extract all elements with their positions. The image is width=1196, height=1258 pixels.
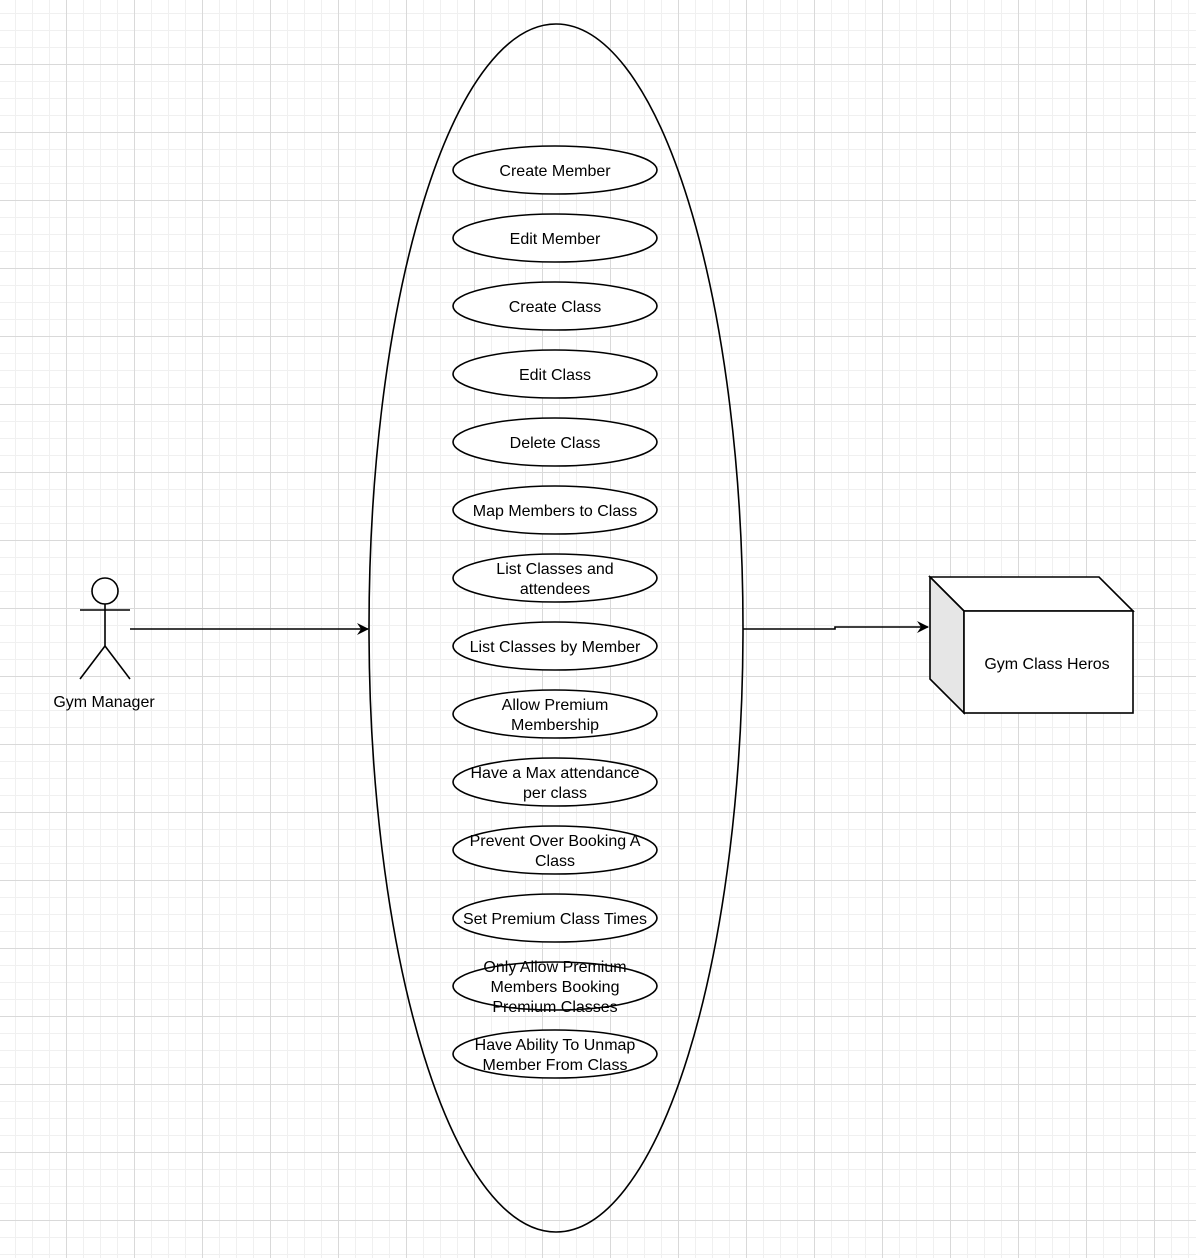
use-case-oval	[452, 485, 658, 535]
use-case-label: Only Allow Premium	[483, 959, 626, 976]
use-case-oval	[452, 961, 658, 1011]
node-box-icon	[928, 575, 1135, 715]
use-case-label: Create Member	[499, 163, 611, 180]
use-case-oval	[452, 281, 658, 331]
use-case-oval	[452, 689, 658, 739]
use-case-4[interactable]: Edit Class	[452, 349, 658, 399]
use-case-label: Premium Classes	[492, 999, 617, 1016]
use-case-label: per class	[523, 785, 587, 802]
use-case-label: Prevent Over Booking A	[470, 833, 641, 850]
actor-gym-manager[interactable]: Gym Manager	[53, 577, 155, 711]
use-case-oval	[452, 145, 658, 195]
use-case-10[interactable]: Have a Max attendance per class	[452, 757, 658, 807]
use-case-1[interactable]: Create Member	[452, 145, 658, 195]
use-case-label: Create Class	[509, 299, 601, 316]
use-case-6[interactable]: Map Members to Class	[452, 485, 658, 535]
use-case-oval	[452, 621, 658, 671]
use-case-oval	[452, 417, 658, 467]
use-case-label: Delete Class	[510, 435, 601, 452]
use-case-label: Edit Member	[510, 231, 601, 248]
use-case-11[interactable]: Prevent Over Booking A Class	[452, 825, 658, 875]
use-case-3[interactable]: Create Class	[452, 281, 658, 331]
use-case-label: Allow Premium	[502, 697, 609, 714]
use-case-2[interactable]: Edit Member	[452, 213, 658, 263]
use-case-label: Have Ability To Unmap	[475, 1037, 636, 1054]
use-case-5[interactable]: Delete Class	[452, 417, 658, 467]
stick-figure-icon	[79, 577, 131, 680]
use-case-8[interactable]: List Classes by Member	[452, 621, 658, 671]
use-case-7[interactable]: List Classes and attendees	[452, 553, 658, 603]
use-case-label: Edit Class	[519, 367, 591, 384]
use-case-label: attendees	[520, 581, 590, 598]
use-case-12[interactable]: Set Premium Class Times	[452, 893, 658, 943]
use-case-label: Map Members to Class	[473, 503, 638, 520]
use-case-label: Members Booking	[491, 979, 620, 996]
use-case-label: Have a Max attendance	[471, 765, 640, 782]
use-case-oval	[452, 893, 658, 943]
system-node-gym-class-heros[interactable]: Gym Class Heros	[928, 575, 1135, 715]
use-case-label: List Classes and	[496, 561, 613, 578]
actor-label: Gym Manager	[53, 694, 155, 711]
use-case-oval	[452, 213, 658, 263]
use-case-label: Set Premium Class Times	[463, 911, 647, 928]
use-case-oval	[452, 349, 658, 399]
use-case-label: Membership	[511, 717, 599, 734]
use-case-oval	[452, 757, 658, 807]
use-case-oval	[452, 1029, 658, 1079]
use-case-oval	[452, 553, 658, 603]
system-boundary-ellipse	[368, 23, 744, 1233]
use-case-label: Member From Class	[483, 1057, 628, 1074]
use-case-oval	[452, 825, 658, 875]
use-case-label: List Classes by Member	[470, 639, 641, 656]
use-case-label: Class	[535, 853, 575, 870]
system-to-node-arrow	[743, 621, 929, 633]
node-label: Gym Class Heros	[984, 656, 1109, 673]
